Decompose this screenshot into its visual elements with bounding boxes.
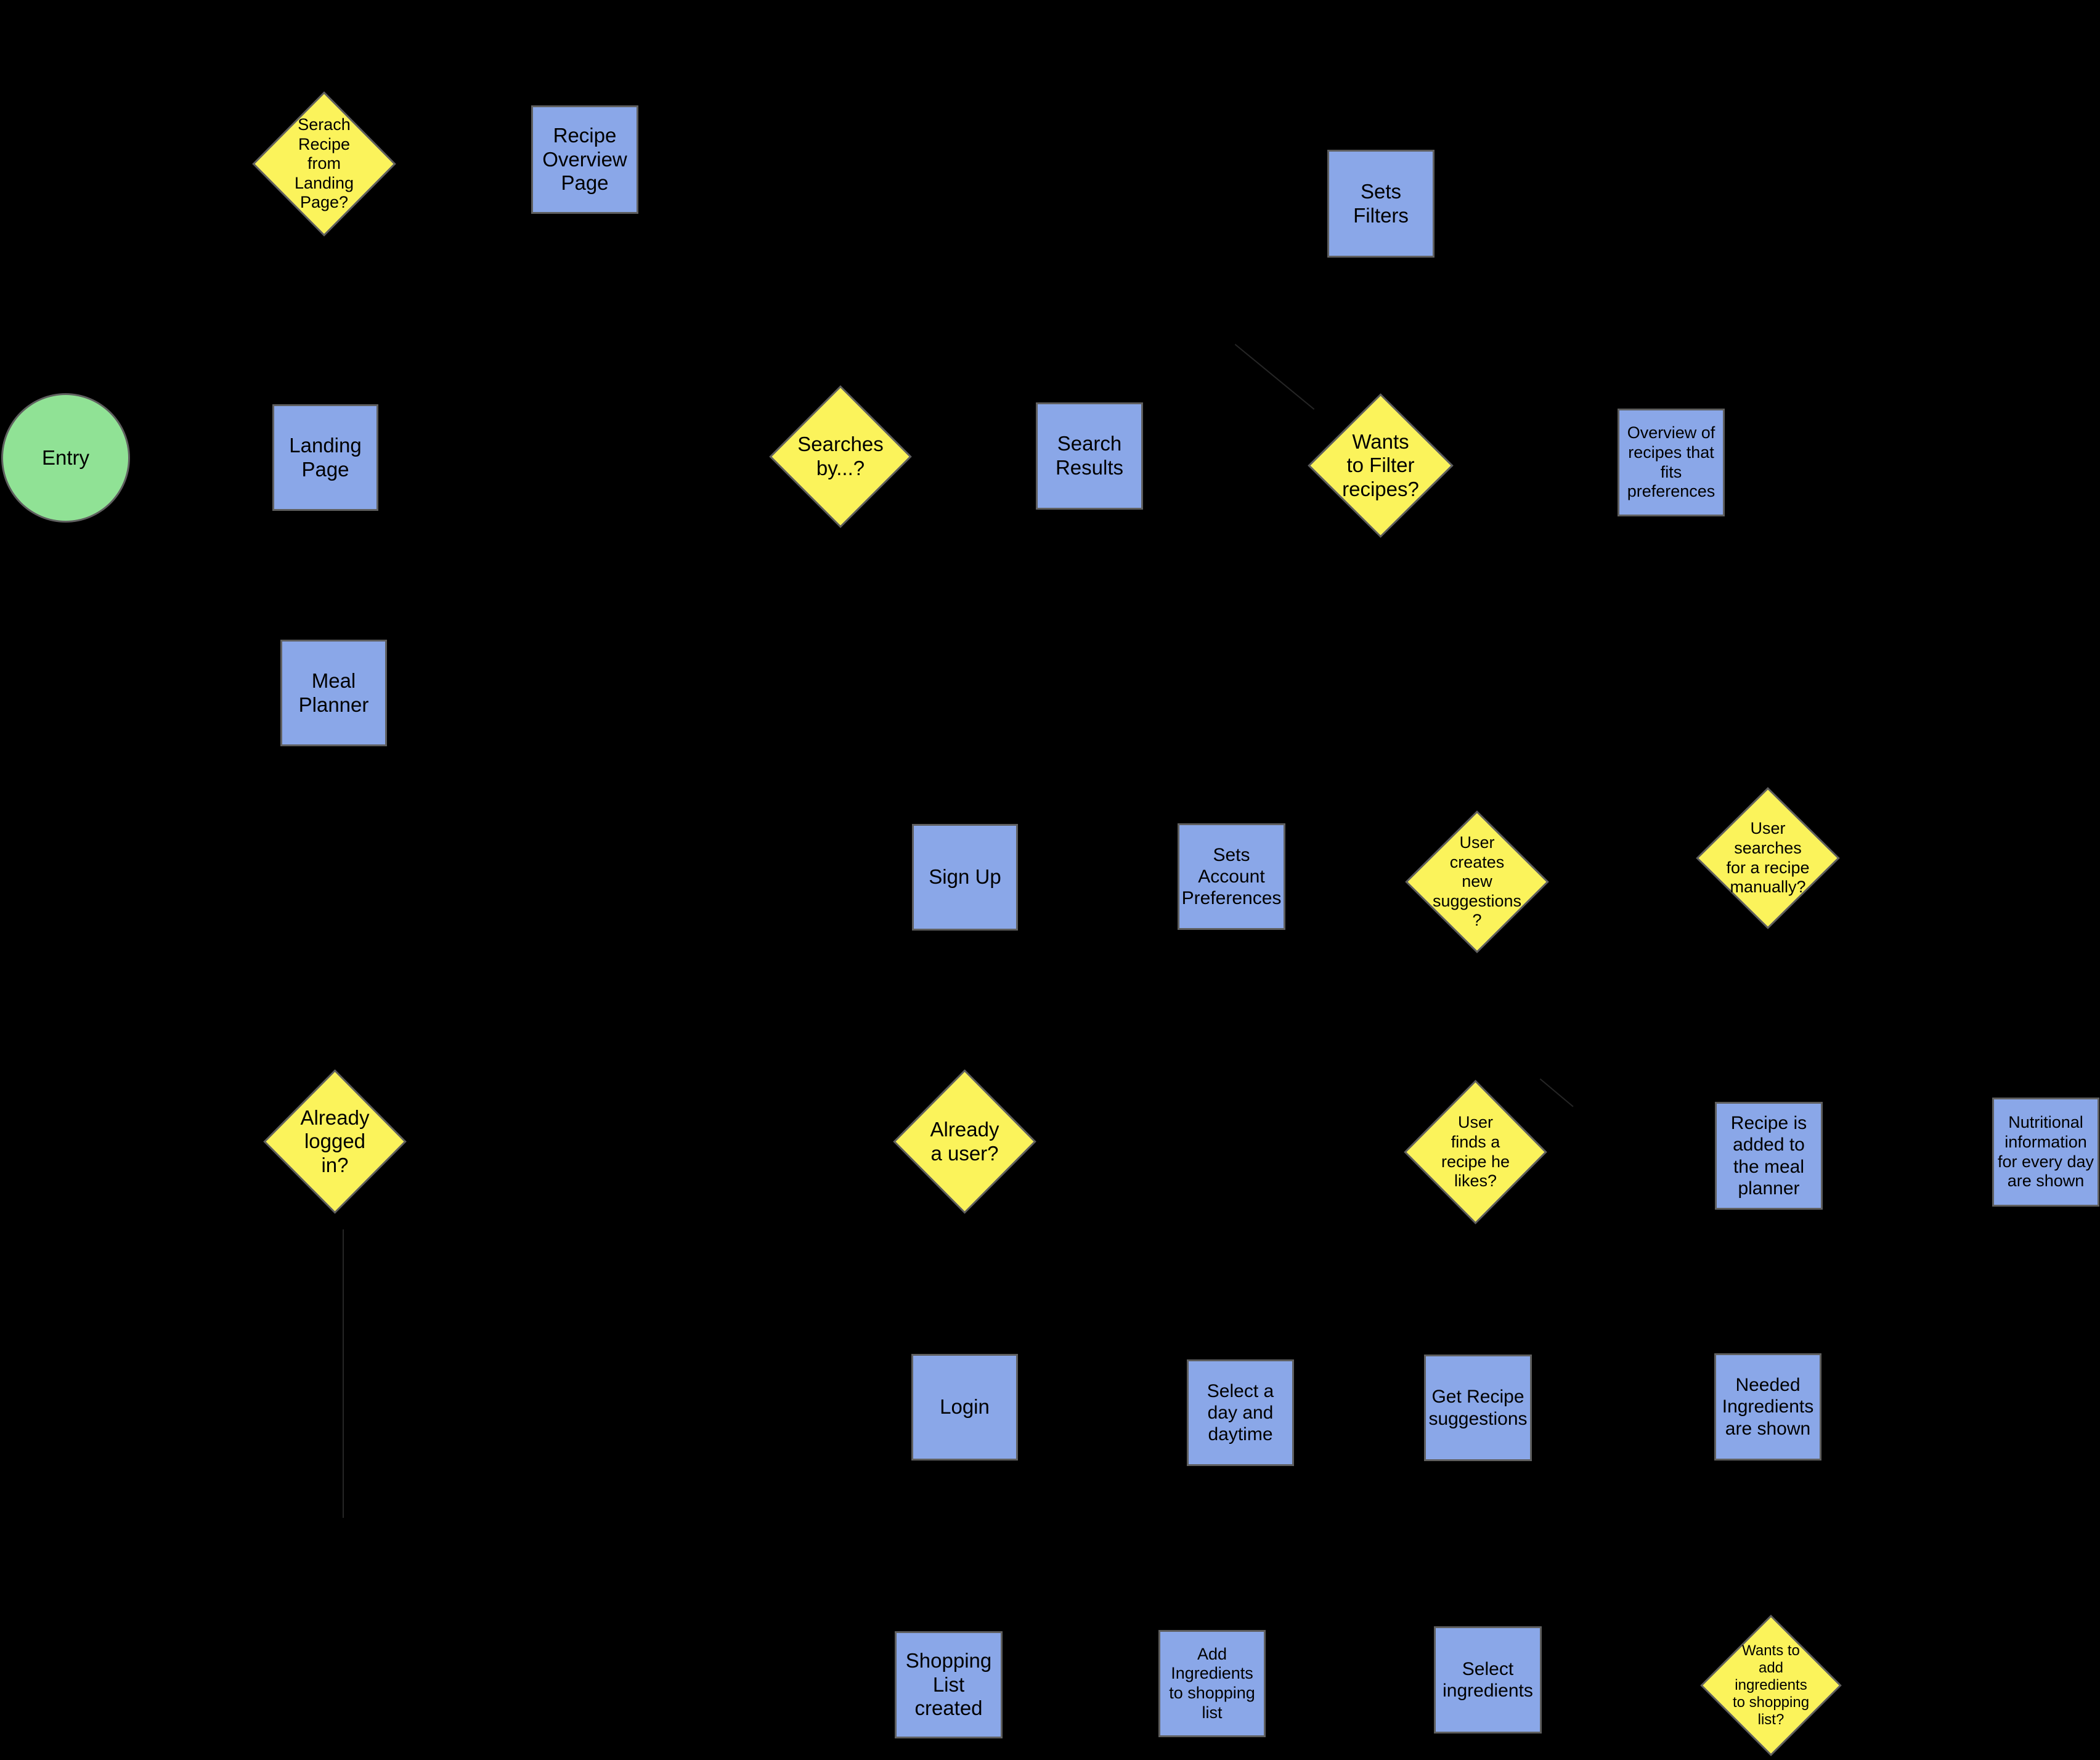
node-label: Get Recipe suggestions — [1428, 1387, 1528, 1429]
node-label: Recipe is added to the meal planner — [1730, 1113, 1807, 1199]
node-search-results[interactable]: Search Results — [1036, 402, 1143, 510]
node-label: Sets Account Preferences — [1181, 844, 1282, 909]
node-select-day-daytime[interactable]: Select a day and daytime — [1187, 1359, 1294, 1466]
diamond-shape-icon — [1405, 810, 1549, 953]
node-login[interactable]: Login — [911, 1354, 1018, 1461]
node-label: Overview of recipes that fits preference… — [1627, 423, 1715, 501]
node-label: User finds a recipe he likes? — [1441, 1113, 1510, 1191]
node-serach-recipe-from-landing-page[interactable]: Serach Recipe from Landing Page? — [252, 91, 396, 237]
node-searches-by[interactable]: Searches by...? — [769, 385, 912, 528]
node-label: Needed Ingredients are shown — [1722, 1375, 1814, 1439]
node-sign-up[interactable]: Sign Up — [912, 824, 1018, 931]
node-label: Select ingredients — [1443, 1658, 1533, 1701]
node-label: User searches for a recipe manually? — [1726, 819, 1810, 897]
node-label: Shopping List created — [905, 1649, 992, 1720]
diamond-shape-icon — [252, 91, 396, 237]
node-landing-page[interactable]: Landing Page — [272, 404, 378, 511]
node-user-creates-new-suggestions[interactable]: User creates new suggestions ? — [1405, 810, 1549, 953]
node-needed-ingredients-shown[interactable]: Needed Ingredients are shown — [1714, 1353, 1821, 1461]
diamond-shape-icon — [893, 1069, 1036, 1214]
node-label: Searches by...? — [797, 433, 884, 479]
node-label: Entry — [41, 446, 90, 469]
node-label: Already a user? — [930, 1117, 999, 1165]
node-sets-account-preferences[interactable]: Sets Account Preferences — [1178, 823, 1285, 930]
node-wants-add-ingredients-to-shopping-list[interactable]: Wants to add ingredients to shopping lis… — [1700, 1615, 1842, 1756]
node-overview-recipes-preferences[interactable]: Overview of recipes that fits preference… — [1618, 409, 1725, 516]
node-already-a-user[interactable]: Already a user? — [893, 1069, 1036, 1214]
diamond-shape-icon — [1308, 393, 1454, 538]
connector-line-faint — [1234, 344, 1315, 410]
node-shopping-list-created[interactable]: Shopping List created — [895, 1631, 1003, 1738]
diamond-shape-icon — [1700, 1615, 1842, 1756]
node-label: Search Results — [1055, 432, 1124, 479]
node-user-finds-recipe-he-likes[interactable]: User finds a recipe he likes? — [1404, 1080, 1547, 1224]
diamond-shape-icon — [1404, 1080, 1547, 1224]
node-label: Recipe Overview Page — [542, 124, 627, 195]
node-recipe-added-to-meal-planner[interactable]: Recipe is added to the meal planner — [1715, 1102, 1823, 1210]
node-entry[interactable]: Entry — [1, 393, 130, 523]
node-label: Landing Page — [289, 433, 362, 481]
diamond-shape-icon — [263, 1069, 407, 1214]
node-wants-to-filter-recipes[interactable]: Wants to Filter recipes? — [1308, 393, 1454, 538]
node-label: Login — [940, 1395, 990, 1419]
node-label: Add Ingredients to shopping list — [1169, 1644, 1255, 1722]
node-label: Sets Filters — [1353, 179, 1409, 227]
node-already-logged-in[interactable]: Already logged in? — [263, 1069, 407, 1214]
node-nutritional-information[interactable]: Nutritional information for every day ar… — [1992, 1098, 2099, 1207]
node-get-recipe-suggestions[interactable]: Get Recipe suggestions — [1424, 1355, 1532, 1461]
node-label: Serach Recipe from Landing Page? — [294, 115, 354, 212]
node-label: Wants to add ingredients to shopping lis… — [1732, 1642, 1810, 1729]
node-select-ingredients[interactable]: Select ingredients — [1434, 1626, 1542, 1734]
node-recipe-overview-page[interactable]: Recipe Overview Page — [531, 105, 638, 214]
diamond-shape-icon — [769, 385, 912, 528]
connector-line-faint — [343, 1229, 344, 1518]
node-sets-filters[interactable]: Sets Filters — [1327, 150, 1435, 258]
node-meal-planner[interactable]: Meal Planner — [280, 640, 387, 746]
node-label: Sign Up — [929, 865, 1001, 889]
node-label: Nutritional information for every day ar… — [1997, 1113, 2094, 1191]
node-user-searches-recipe-manually[interactable]: User searches for a recipe manually? — [1696, 787, 1840, 929]
node-add-ingredients-to-shopping-list[interactable]: Add Ingredients to shopping list — [1158, 1630, 1266, 1737]
node-label: Meal Planner — [298, 669, 369, 716]
node-label: Wants to Filter recipes? — [1342, 430, 1419, 500]
diamond-shape-icon — [1696, 787, 1840, 929]
node-label: User creates new suggestions ? — [1432, 833, 1522, 930]
node-label: Select a day and daytime — [1207, 1380, 1274, 1445]
node-label: Already logged in? — [300, 1106, 370, 1176]
